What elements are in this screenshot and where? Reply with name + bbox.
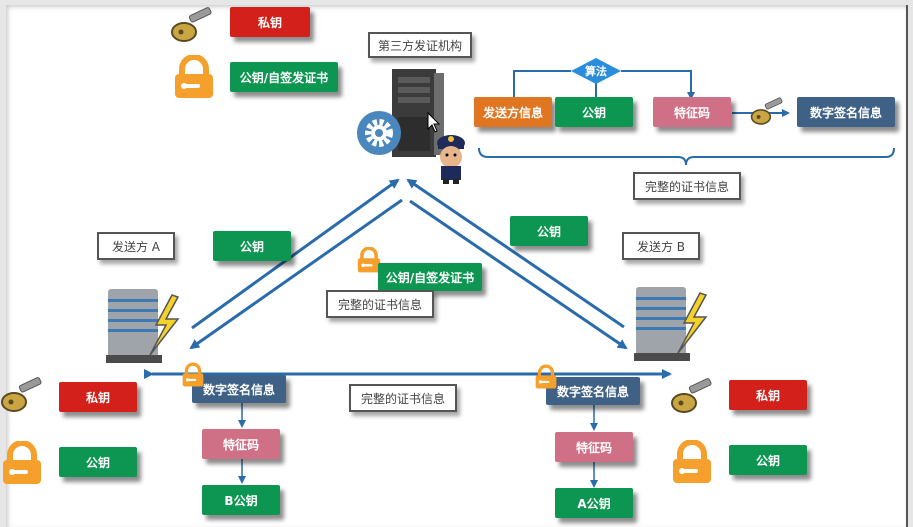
ca-private-key-box: 私钥 [230,7,310,37]
ca-title-label: 第三方发证机构 [368,32,472,58]
sender-a-feature-code-box: 特征码 [202,429,280,459]
sender-b-server-icon [632,283,712,369]
sender-a-label: 发送方 A [97,232,175,260]
key-icon [170,7,216,51]
key-icon [0,377,46,421]
algo-right-line [621,70,695,100]
sender-a-b-public-key-box: B公钥 [202,485,280,515]
arrow-ca-to-b [409,199,628,350]
lock-icon [181,362,205,392]
sender-a-public-key-box: 公钥 [59,447,137,477]
sender-b-feature-code-box: 特征码 [555,432,633,462]
arrow-ca-to-a [189,198,403,350]
flow-complete-cert-lower-label: 完整的证书信息 [349,384,457,412]
lock-icon [534,364,558,394]
algorithm-diamond [571,58,621,84]
key-icon [670,378,716,422]
flow-complete-cert-upper-label: 完整的证书信息 [326,290,434,318]
lock-icon [0,440,44,489]
key-icon [750,97,786,133]
lock-icon [356,246,382,277]
arrow-a-to-ca [191,178,400,330]
digital-signature-box: 数字签名信息 [797,97,895,127]
public-key-box: 公钥 [555,97,633,127]
flow-ca-cert-box: 公钥/自签发证书 [378,263,482,291]
lock-icon [670,439,714,488]
feature-code-box: 特征码 [653,97,731,127]
complete-cert-label: 完整的证书信息 [633,172,741,200]
flow-b-public-key-box: 公钥 [510,216,588,246]
sender-a-signature-box: 数字签名信息 [192,375,286,403]
algo-left-line [513,70,571,102]
ca-public-key-cert-box: 公钥/自签发证书 [230,62,338,92]
algorithm-label: 算法 [585,65,607,78]
gear-icon [356,110,402,160]
lock-icon [172,54,216,103]
diagram-canvas: 私钥 公钥/自签发证书 第三方发证机构 算法 发送方信息 公钥 特征码 数字签名… [1,5,908,527]
police-mascot-icon [432,133,470,189]
sender-b-a-public-key-box: A公钥 [555,488,633,518]
sender-a-private-key-box: 私钥 [59,382,137,412]
sender-b-signature-box: 数字签名信息 [546,377,640,405]
sender-b-public-key-box: 公钥 [729,445,807,475]
sender-a-server-icon [104,285,184,371]
flow-a-public-key-box: 公钥 [213,231,291,261]
sender-info-box: 发送方信息 [474,97,552,127]
move-cursor-icon [422,111,442,139]
cert-brace [478,147,895,166]
connector-lines [144,58,895,488]
sender-b-private-key-box: 私钥 [729,380,807,410]
arrow-b-to-ca [406,178,625,329]
sender-b-label: 发送方 B [622,232,700,260]
